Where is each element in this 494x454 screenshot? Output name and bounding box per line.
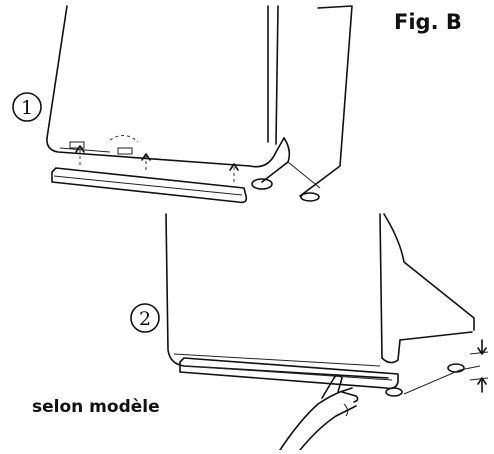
hand-icon [279, 374, 359, 451]
step-2-feet-adjust [403, 339, 489, 395]
step-2-plinth [179, 357, 403, 397]
step-2-label: 2 [139, 308, 151, 330]
figure-caption: selon modèle [32, 397, 160, 417]
step-1-plinth [51, 167, 248, 204]
figure-title: Fig. B [394, 10, 462, 34]
step-2-number: 2 [130, 303, 160, 333]
step-2-appliance [165, 213, 475, 379]
step-1-arrows [75, 145, 239, 182]
step-1-appliance [46, 5, 353, 202]
step-1-label: 1 [21, 97, 33, 119]
step-1-number: 1 [12, 92, 42, 122]
